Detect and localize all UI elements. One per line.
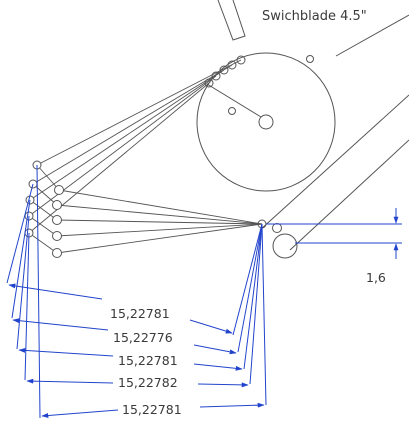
dimension-5: 15,22781: [41, 402, 265, 418]
roller-small: [272, 223, 282, 233]
dimension-label-4: 15,22782: [118, 375, 178, 390]
dimension-label-5: 15,22781: [122, 402, 182, 417]
right-anchor: [257, 219, 298, 259]
dimension-4: 15,22782: [26, 375, 249, 390]
drawing-title: Swichblade 4.5": [262, 9, 367, 24]
dimension-label-1: 15,22781: [110, 306, 170, 321]
offset-label: 1,6: [366, 270, 386, 285]
roller-large: [272, 233, 298, 259]
small-hole-left: [228, 107, 236, 115]
blade-outline: [217, 0, 409, 251]
linkage-fan: [28, 59, 263, 254]
dimension-label-2: 15,22776: [113, 330, 173, 345]
pivot-disc: [196, 52, 336, 192]
dimension-1: 15,22781: [8, 283, 233, 334]
small-hole-top: [306, 55, 314, 63]
dimension-2: 15,22776: [12, 318, 237, 355]
dimension-leaders: [6, 164, 402, 419]
dimension-3: 15,22781: [18, 347, 243, 371]
pivot-disc-outline: [196, 52, 336, 192]
pivot-center-hole: [258, 114, 274, 130]
left-joints: [24, 160, 64, 258]
dimension-label-3: 15,22781: [118, 353, 178, 368]
